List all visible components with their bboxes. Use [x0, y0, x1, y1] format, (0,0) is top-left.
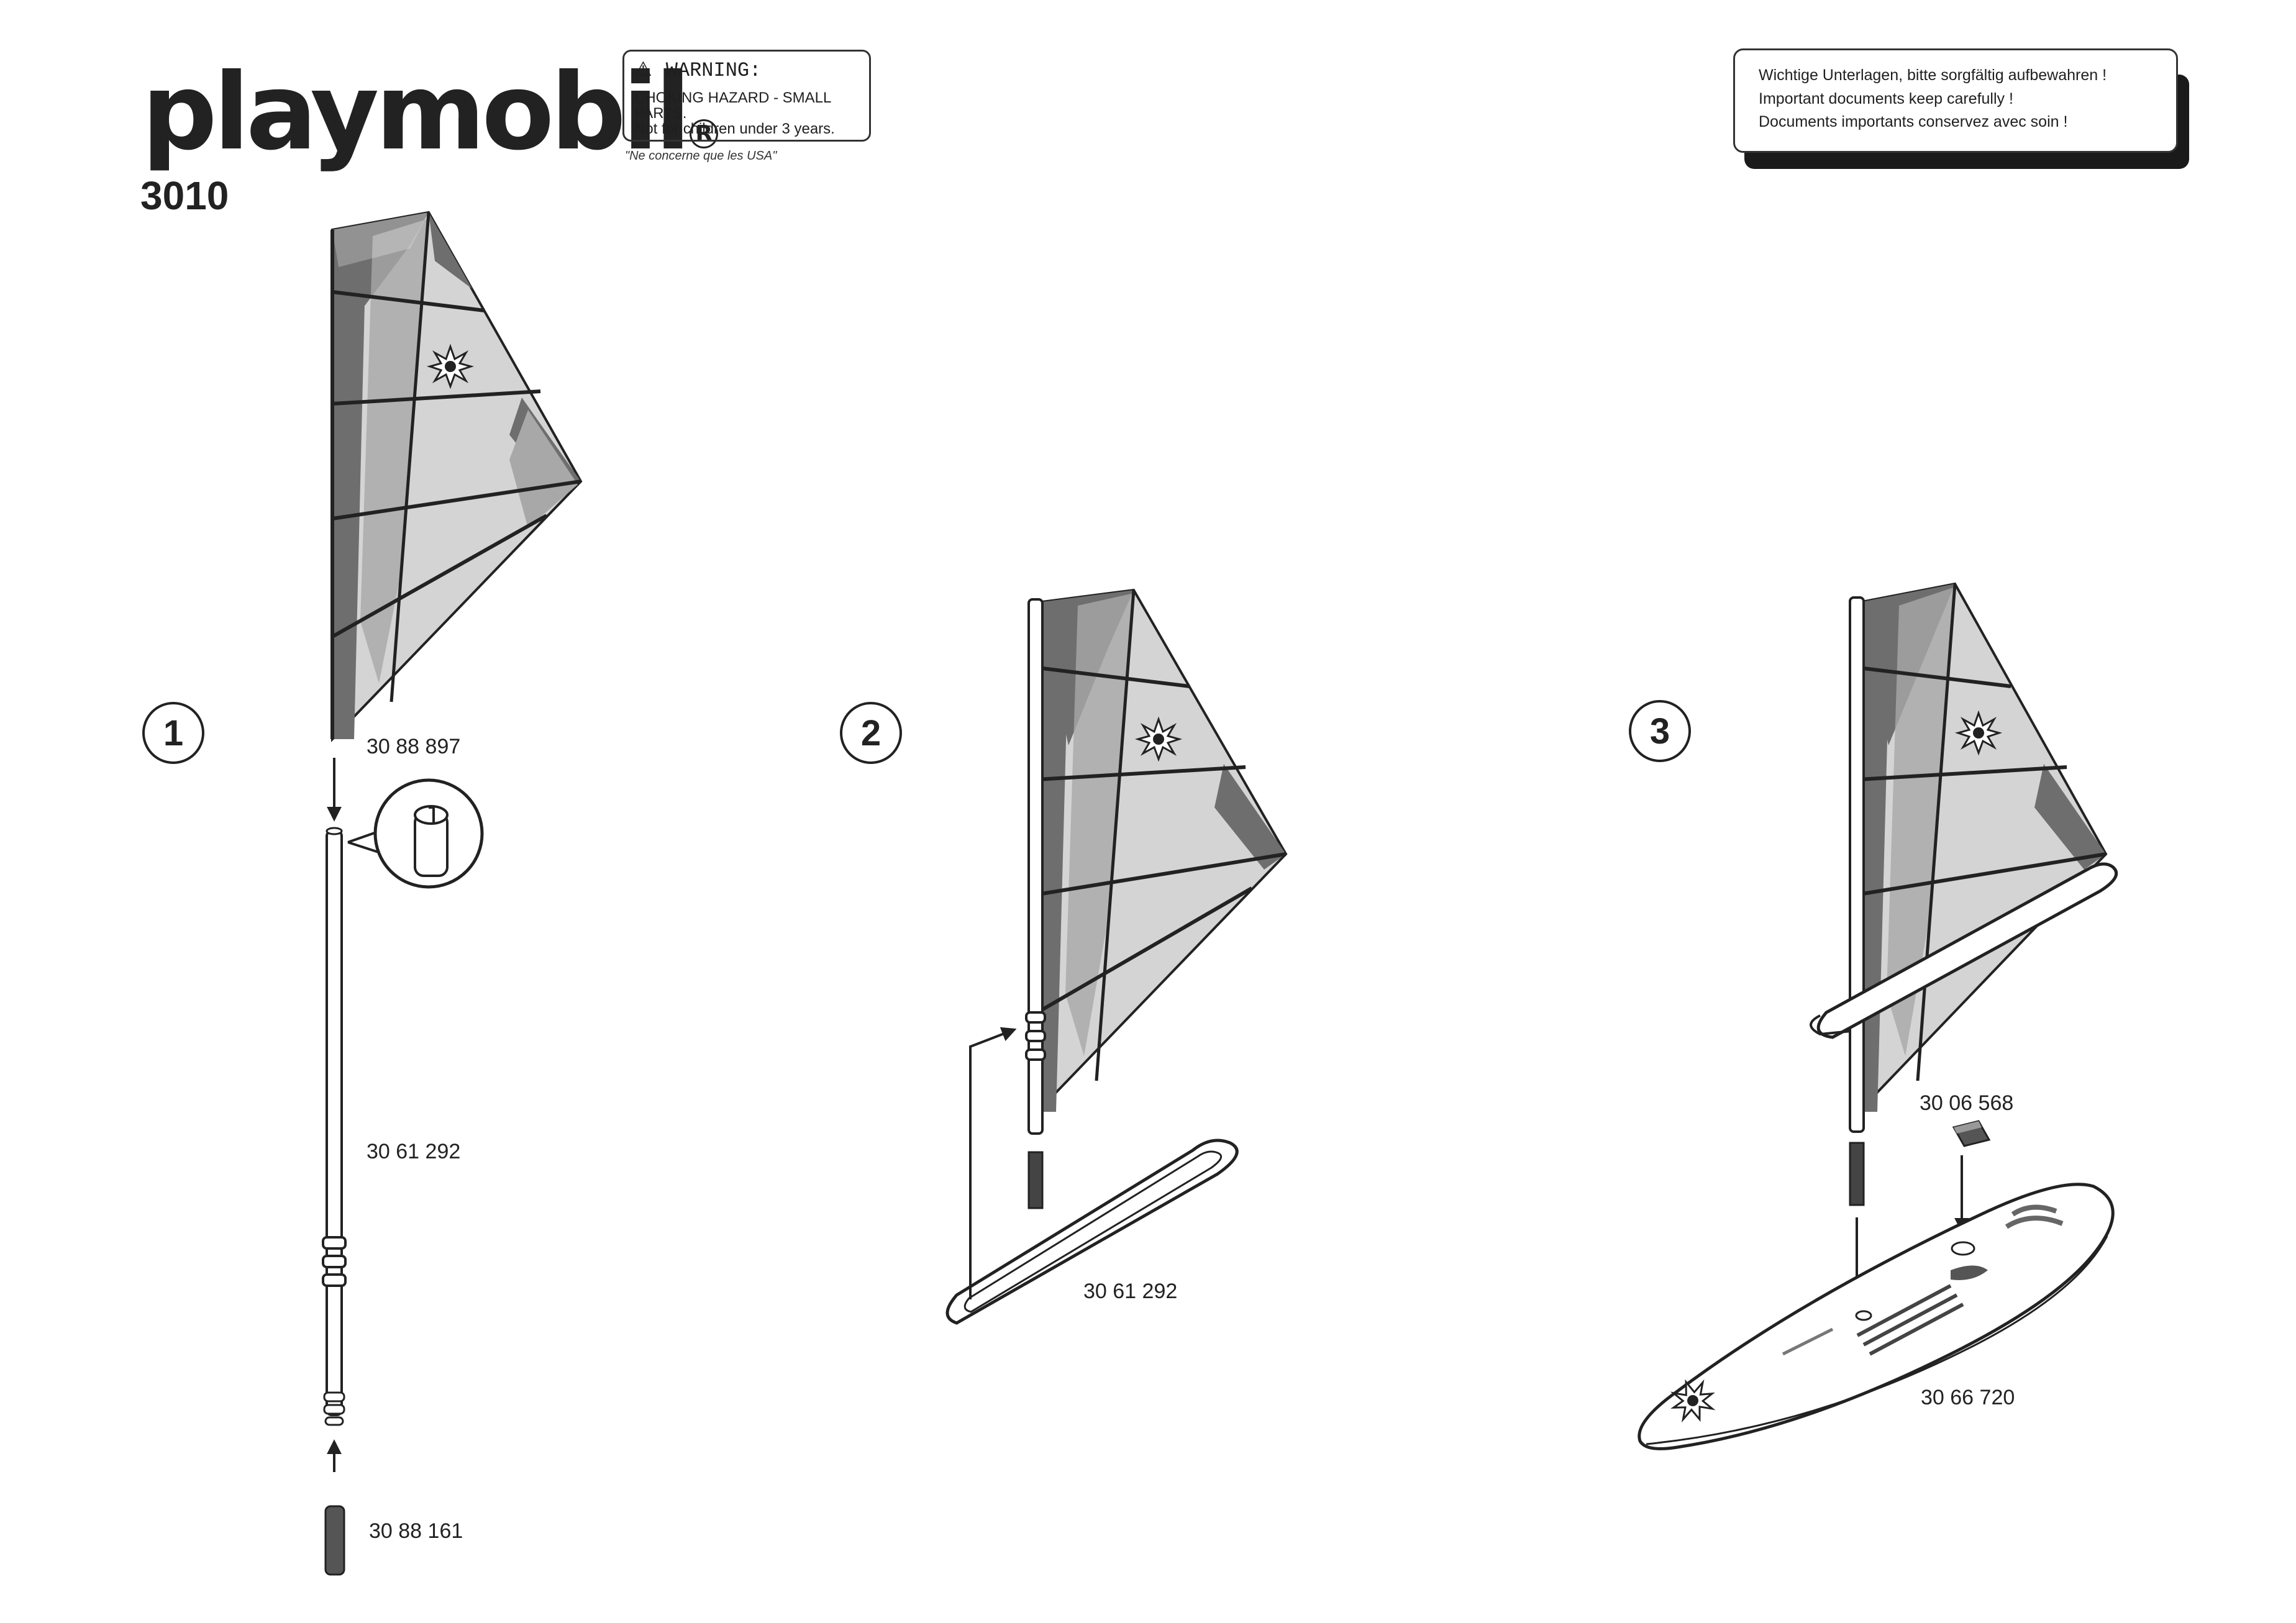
step2-boom — [945, 1139, 1239, 1325]
step1-mast-foot — [324, 1505, 345, 1576]
step2-arrow — [969, 1027, 1017, 1299]
step3-surfboard — [1638, 1183, 2115, 1450]
warning-line-1: CHOKING HAZARD - SMALL PARTS. — [634, 89, 831, 122]
documents-text-de: Wichtige Unterlagen, bitte sorgfältig au… — [1759, 66, 2107, 84]
documents-text-fr: Documents importants conservez avec soin… — [1759, 113, 2068, 130]
warning-title: WARNING: — [665, 59, 762, 82]
part-number-mast: 30 61 292 — [367, 1140, 461, 1163]
warning-box: ⚠WARNING: CHOKING HAZARD - SMALL PARTS. … — [622, 50, 871, 142]
part-number-mast-foot: 30 88 161 — [369, 1519, 463, 1543]
step1-sail — [330, 211, 583, 742]
part-number-surfboard: 30 66 720 — [1921, 1386, 2015, 1409]
step1-detail-callout — [347, 778, 484, 889]
step1-mast — [322, 827, 347, 1426]
part-number-fin: 30 06 568 — [1920, 1091, 2014, 1115]
part-number-sail: 30 88 897 — [367, 735, 461, 758]
documents-box: Wichtige Unterlagen, bitte sorgfältig au… — [1733, 48, 2178, 153]
step2-assembled-rig — [1025, 588, 1288, 1209]
model-number: 3010 — [140, 173, 229, 218]
part-number-boom: 30 61 292 — [1083, 1280, 1178, 1303]
warning-triangle-icon: ⚠ — [634, 57, 652, 81]
brand-name: playmobil — [142, 51, 691, 174]
documents-text-en: Important documents keep carefully ! — [1759, 89, 2013, 107]
step3-fin-piece — [1952, 1120, 1991, 1147]
step3-assembled-rig — [1810, 582, 2118, 1206]
step-1-number: 1 — [142, 702, 204, 764]
step-3-number: 3 — [1629, 700, 1691, 762]
warning-usa-note: "Ne concerne que les USA" — [625, 149, 777, 163]
warning-line-2: Not for children under 3 years. — [634, 120, 835, 137]
step-2-number: 2 — [840, 702, 902, 764]
